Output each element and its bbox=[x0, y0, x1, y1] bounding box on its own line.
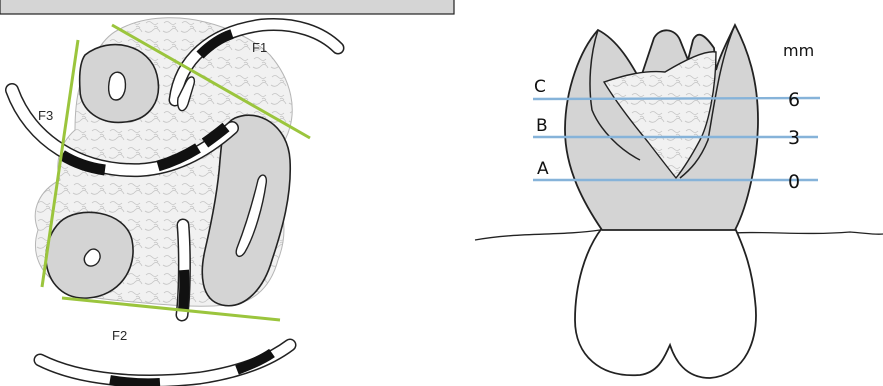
level-value-0: 0 bbox=[788, 171, 800, 193]
level-letter-a: A bbox=[537, 159, 549, 179]
left-figure-occlusal-view: F1 F3 F2 bbox=[12, 18, 338, 384]
label-f3: F3 bbox=[38, 108, 53, 123]
instrument-post-f2 bbox=[182, 225, 184, 315]
fragment-f2 bbox=[40, 345, 290, 383]
label-f2: F2 bbox=[112, 328, 127, 343]
top-header-bar bbox=[0, 0, 454, 14]
level-line-c bbox=[533, 98, 820, 99]
level-value-6: 6 bbox=[788, 89, 800, 111]
tooth-crown bbox=[575, 228, 756, 378]
level-letter-c: C bbox=[534, 77, 546, 97]
root-canal-1 bbox=[109, 72, 126, 100]
right-figure-tooth-section: C B A mm 6 3 0 bbox=[475, 25, 883, 378]
level-value-3: 3 bbox=[788, 127, 800, 149]
unit-label-mm: mm bbox=[783, 41, 814, 60]
level-letter-b: B bbox=[536, 116, 548, 136]
label-f1: F1 bbox=[252, 40, 267, 55]
